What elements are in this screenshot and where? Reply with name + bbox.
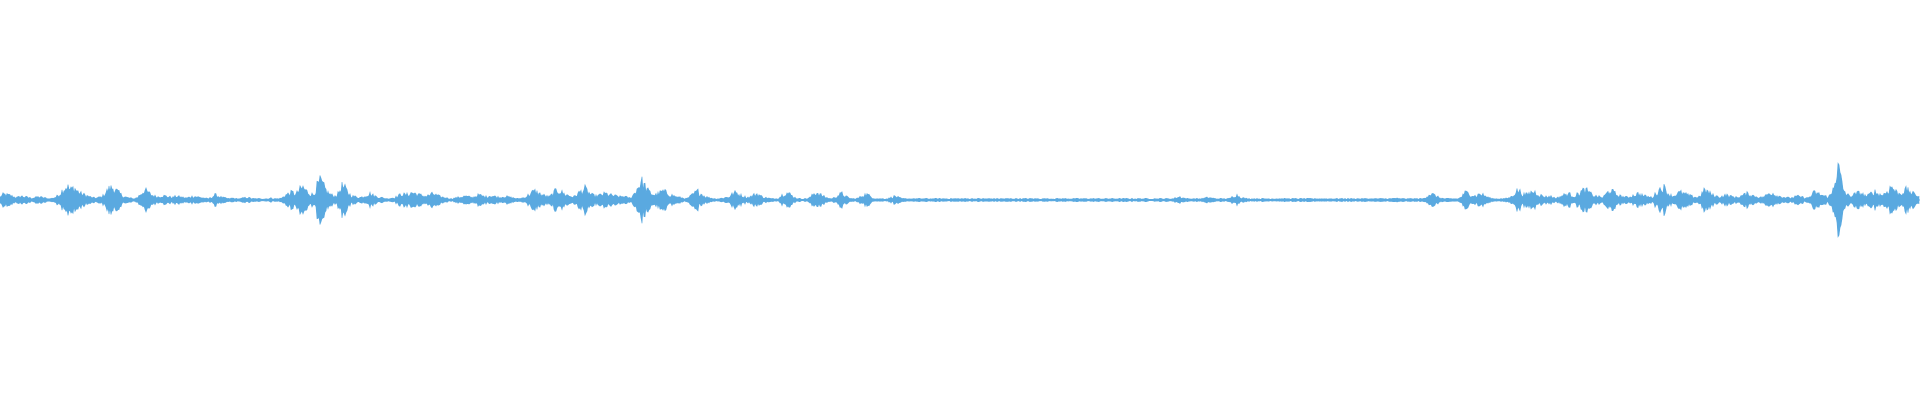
waveform-envelope xyxy=(0,162,1920,238)
waveform-bars xyxy=(0,162,1920,238)
